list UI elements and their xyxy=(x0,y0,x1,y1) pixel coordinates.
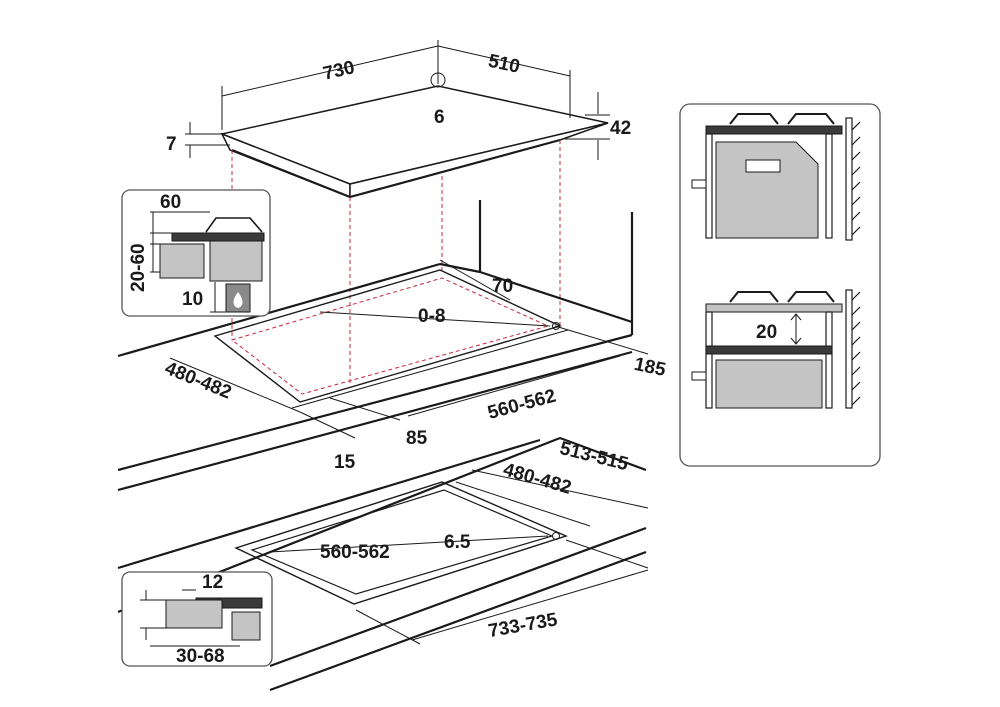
flush-inner-depth-label: 480-482 xyxy=(501,459,574,498)
cabinet-drawer-section xyxy=(691,289,861,409)
hob-thickness-label: 7 xyxy=(166,134,177,155)
hob-depth-label: 510 xyxy=(486,51,521,78)
flush-outer-depth-label: 513-515 xyxy=(558,438,631,475)
hob-dimension-lines xyxy=(185,40,610,160)
hob-width-label: 730 xyxy=(321,57,357,85)
cabinet-oven-section xyxy=(691,113,861,241)
detail-box-flush xyxy=(121,571,273,667)
cutout-side-label: 185 xyxy=(632,354,668,381)
right-panel: 20 xyxy=(679,103,881,467)
hob-corner-label: 6 xyxy=(434,107,445,128)
flush-detail-range-label: 30-68 xyxy=(176,646,225,667)
hob-slab xyxy=(219,85,609,199)
cutout-depth-label: 480-482 xyxy=(162,358,235,404)
cutout-corner-label: 0-8 xyxy=(418,306,445,327)
detail-box-standard xyxy=(121,189,271,317)
cutout-rear-label: 70 xyxy=(492,276,513,297)
flush-dimension-lines xyxy=(355,469,649,645)
worktop-top xyxy=(117,200,634,492)
detail-range-label: 20-60 xyxy=(128,243,149,292)
right-gap-label: 20 xyxy=(756,322,777,343)
cutout-dimension-lines xyxy=(169,259,649,439)
flush-detail-top-label: 12 xyxy=(202,572,223,593)
detail-gap-label: 10 xyxy=(182,289,203,310)
detail-top-label: 60 xyxy=(160,192,181,213)
flush-inner-width-label: 560-562 xyxy=(320,542,390,563)
cutout-front-label: 85 xyxy=(406,428,428,449)
hob-height-label: 42 xyxy=(610,118,631,139)
flush-corner-label: 6.5 xyxy=(444,532,471,553)
cutout-edge-label: 15 xyxy=(334,452,356,473)
